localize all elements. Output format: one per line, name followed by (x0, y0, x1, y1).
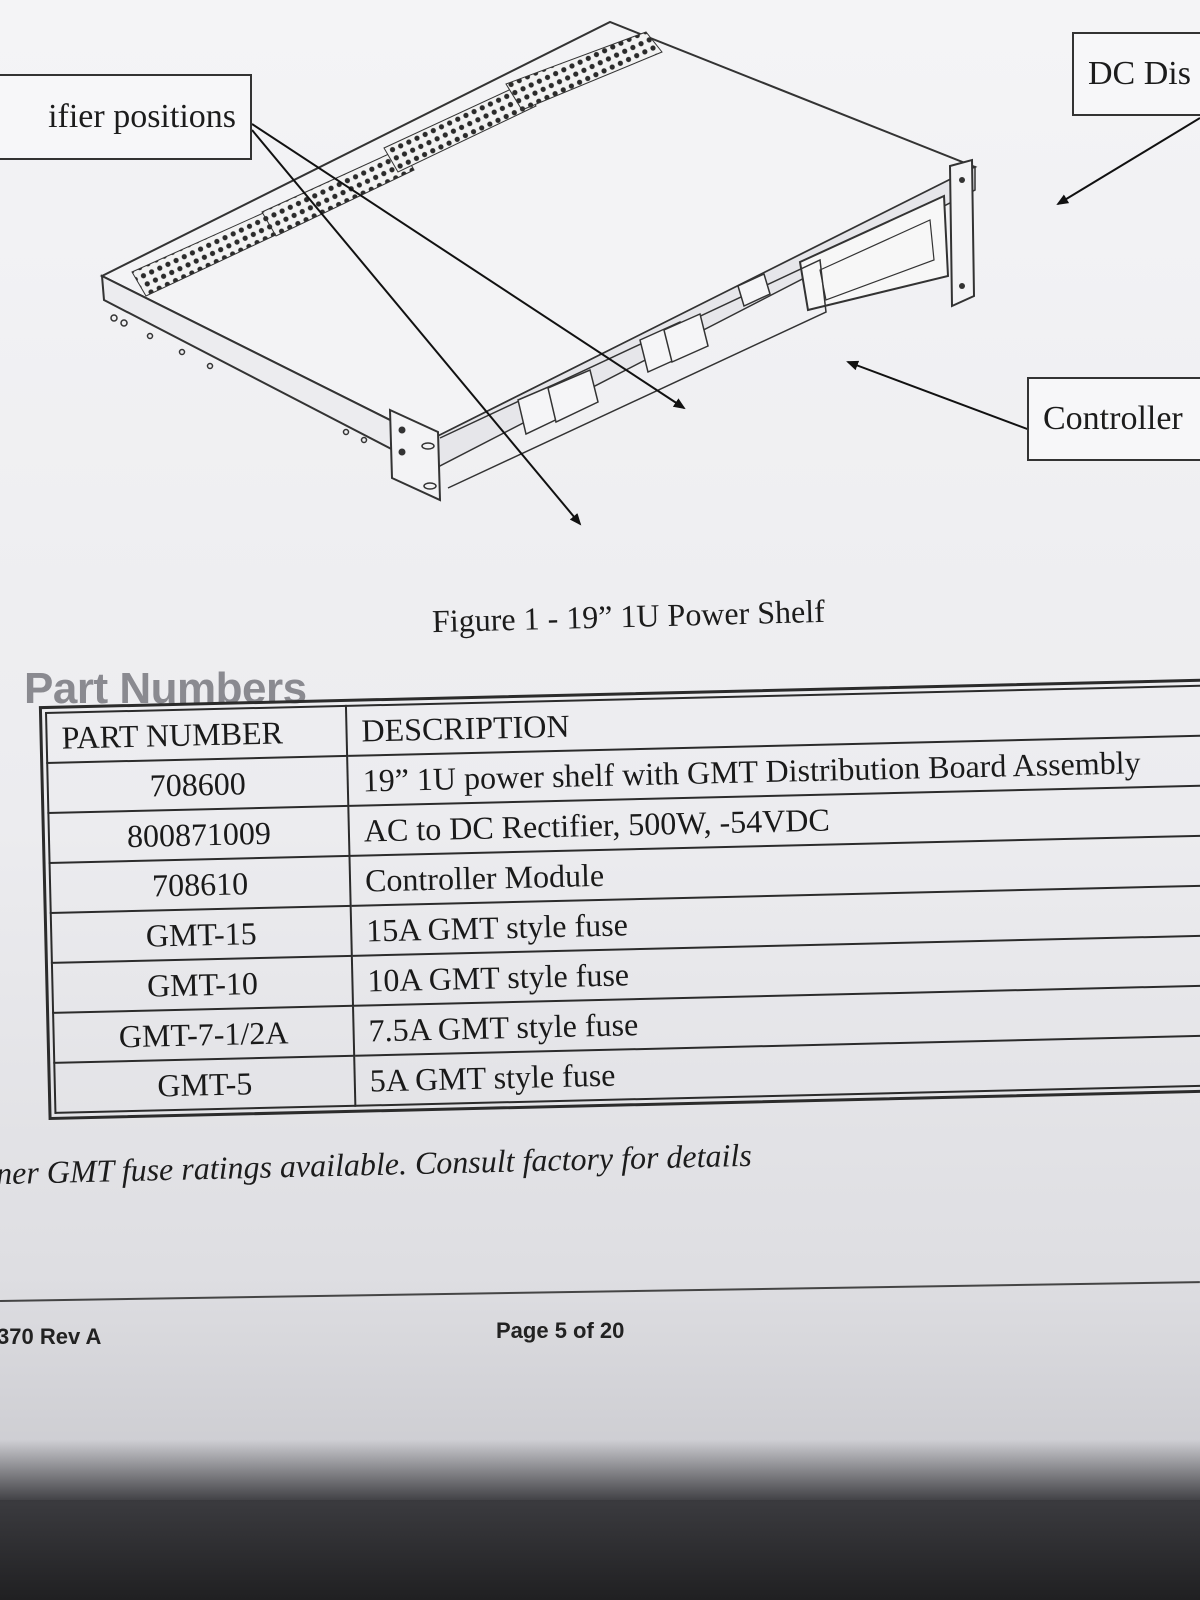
callout-rectifier-positions: ifier positions (0, 74, 252, 160)
part-number-cell: GMT-15 (50, 905, 352, 963)
part-number-cell: GMT-10 (51, 955, 354, 1013)
rectifier-arrow-1 (251, 123, 686, 410)
callout-controller: Controller (1027, 377, 1200, 461)
callout-dc-distribution: DC Dis (1072, 32, 1200, 116)
document-page: ifier positions DC Dis Controller Figure… (0, 0, 1200, 1500)
parts-table: PART NUMBER DESCRIPTION 708600 19” 1U po… (38, 677, 1200, 1121)
footer-rule (0, 1281, 1200, 1302)
vent-4 (505, 31, 663, 111)
vent-2 (261, 147, 415, 237)
background-surface (0, 1440, 1200, 1600)
dc-arrow (1056, 117, 1200, 206)
rectifier-arrow-2 (251, 129, 582, 526)
figure-caption: Figure 1 - 19” 1U Power Shelf (431, 592, 826, 640)
power-shelf-diagram (99, 20, 1200, 526)
controller-arrow (846, 360, 1031, 431)
part-number-cell: GMT-5 (54, 1055, 356, 1113)
part-number-cell: 800871009 (48, 805, 350, 863)
section-heading: Part Numbers (24, 664, 307, 713)
distribution-board (798, 194, 950, 312)
header-part-number: PART NUMBER (46, 705, 348, 763)
part-number-cell: GMT-7-1/2A (53, 1005, 355, 1063)
footer-doc-ref: 370 Rev A (0, 1324, 102, 1349)
front-opening (439, 258, 827, 489)
footnote: ner GMT fuse ratings available. Consult … (0, 1136, 753, 1192)
part-number-cell: 708610 (49, 855, 351, 913)
parts-table-container: PART NUMBER DESCRIPTION 708600 19” 1U po… (38, 677, 1200, 1121)
footer-page-number: Page 5 of 20 (496, 1318, 625, 1343)
rectifier-slots (517, 272, 771, 436)
vent-3 (383, 83, 537, 173)
part-number-cell: 708600 (47, 755, 349, 813)
mounting-ear-right (948, 158, 976, 308)
